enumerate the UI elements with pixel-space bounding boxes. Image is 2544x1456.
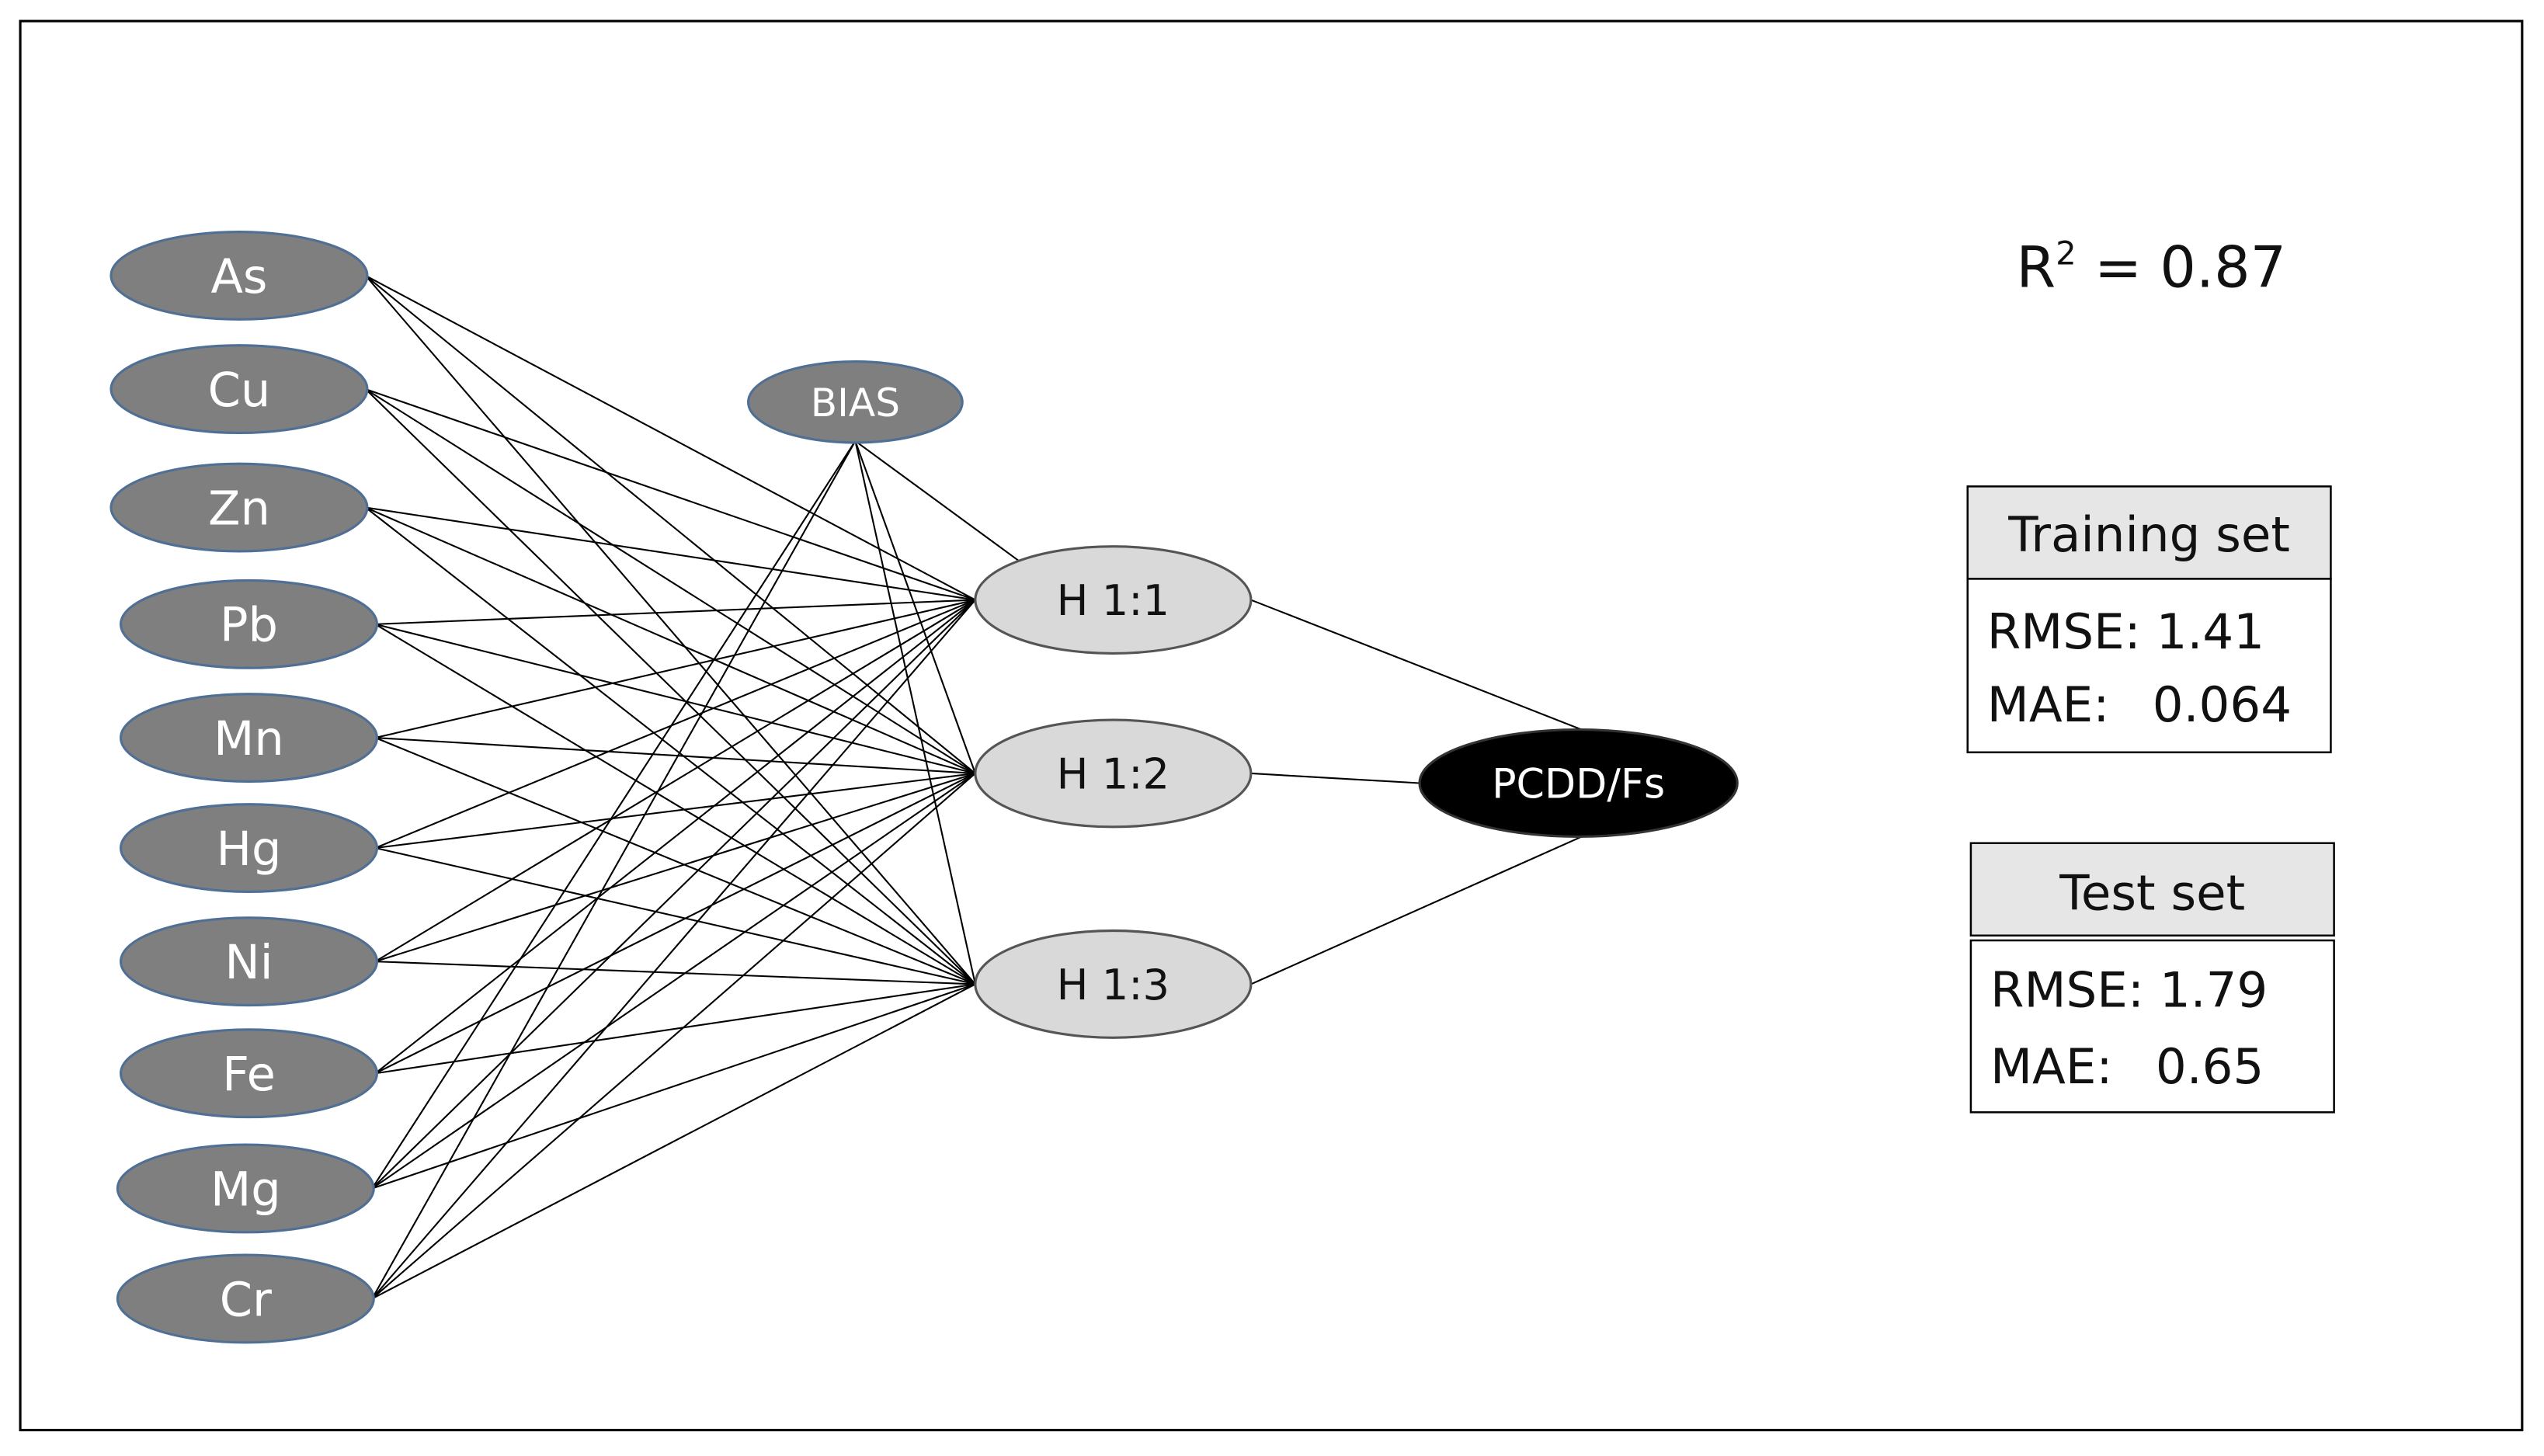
input-node-pb: Pb xyxy=(119,579,379,669)
edge-Cr-h2 xyxy=(371,773,976,1300)
bias-node-label: BIAS xyxy=(811,380,900,426)
input-node-mn-label: Mn xyxy=(214,712,284,766)
edge-Zn-h2 xyxy=(365,506,976,774)
edge-bias-h3 xyxy=(854,440,976,985)
edge-Cu-h1 xyxy=(365,388,976,601)
edge-Fe-h2 xyxy=(374,773,976,1075)
test-mae-value: 0.65 xyxy=(2156,1038,2264,1095)
hidden-node-1-label: H 1:1 xyxy=(1057,576,1169,625)
test-set-box: Test set RMSE: 1.79 MAE: 0.65 xyxy=(1969,842,2335,1114)
input-node-ni: Ni xyxy=(119,916,379,1007)
hidden-node-2-label: H 1:2 xyxy=(1057,750,1169,799)
test-mae-label: MAE: xyxy=(1990,1038,2113,1095)
input-node-as-label: As xyxy=(210,250,267,304)
edge-Ni-h2 xyxy=(375,772,976,963)
output-node-label: PCDD/Fs xyxy=(1492,761,1665,808)
edge-Mg-h3 xyxy=(371,983,976,1190)
input-node-hg: Hg xyxy=(119,803,379,893)
edge-As-h1 xyxy=(365,275,976,601)
edge-bias-h1 xyxy=(854,440,1020,562)
input-node-ni-label: Ni xyxy=(224,936,273,990)
r-squared: R2 = 0.87 xyxy=(2016,234,2286,301)
edge-Mn-h2 xyxy=(375,736,975,775)
input-node-zn-label: Zn xyxy=(208,481,270,536)
input-node-mg-label: Mg xyxy=(210,1162,281,1217)
edges xyxy=(365,275,1583,1300)
training-mae-value: 0.064 xyxy=(2153,676,2292,733)
training-mae-label: MAE: xyxy=(1987,676,2110,733)
edge-Hg-h2 xyxy=(375,772,976,850)
edge-bias-Cr xyxy=(371,440,857,1299)
training-set-box: Training set RMSE: 1.41 MAE: 0.064 xyxy=(1966,485,2332,754)
input-node-fe: Fe xyxy=(119,1028,379,1119)
input-node-mg: Mg xyxy=(116,1143,375,1234)
edge-Cu-h2 xyxy=(365,388,976,774)
bias-node: BIAS xyxy=(747,360,964,444)
input-node-cr-label: Cr xyxy=(220,1273,272,1327)
test-rmse: RMSE: 1.79 xyxy=(1990,962,2268,1019)
input-node-zn: Zn xyxy=(109,462,369,553)
edge-Cu-h3 xyxy=(365,388,976,985)
input-node-fe-label: Fe xyxy=(222,1048,276,1102)
input-node-hg-label: Hg xyxy=(217,822,282,877)
hidden-node-1: H 1:1 xyxy=(974,545,1253,655)
edge-As-h2 xyxy=(365,275,976,774)
edge-Fe-h3 xyxy=(375,983,976,1075)
output-node: PCDD/Fs xyxy=(1418,728,1739,838)
edge-Pb-h2 xyxy=(375,623,976,774)
input-node-as: As xyxy=(109,231,369,321)
input-node-pb-label: Pb xyxy=(220,599,278,653)
edge-Mn-h1 xyxy=(375,599,976,739)
input-node-mn: Mn xyxy=(119,693,379,783)
edge-Hg-h1 xyxy=(374,599,976,849)
edge-Fe-h1 xyxy=(374,599,976,1075)
edge-Zn-h3 xyxy=(365,506,976,985)
edge-As-h3 xyxy=(365,275,976,985)
edge-h3-out xyxy=(1250,836,1583,985)
hidden-node-3: H 1:3 xyxy=(974,929,1253,1039)
input-node-cu-label: Cu xyxy=(208,363,271,418)
edge-Cr-h1 xyxy=(371,599,976,1300)
input-node-cu: Cu xyxy=(109,344,369,435)
edge-h1-out xyxy=(1250,599,1583,731)
test-set-title: Test set xyxy=(2059,864,2245,921)
edge-Zn-h1 xyxy=(365,506,976,601)
edge-Ni-h3 xyxy=(375,961,975,985)
edge-Ni-h1 xyxy=(374,599,976,963)
edge-h2-out xyxy=(1250,772,1420,784)
training-rmse: RMSE: 1.41 xyxy=(1987,603,2264,660)
edge-Cr-h3 xyxy=(371,983,976,1300)
edge-Pb-h3 xyxy=(374,623,976,985)
training-set-title: Training set xyxy=(2007,506,2290,563)
edge-Mg-h1 xyxy=(371,599,976,1190)
edge-Mn-h3 xyxy=(374,737,976,985)
input-node-cr: Cr xyxy=(116,1253,375,1344)
edge-bias-h2 xyxy=(854,440,976,774)
edge-Hg-h3 xyxy=(375,846,976,985)
hidden-node-3-label: H 1:3 xyxy=(1057,961,1169,1009)
edge-bias-Mg xyxy=(371,440,857,1190)
edge-Pb-h1 xyxy=(375,599,975,625)
hidden-node-2: H 1:2 xyxy=(974,718,1253,829)
